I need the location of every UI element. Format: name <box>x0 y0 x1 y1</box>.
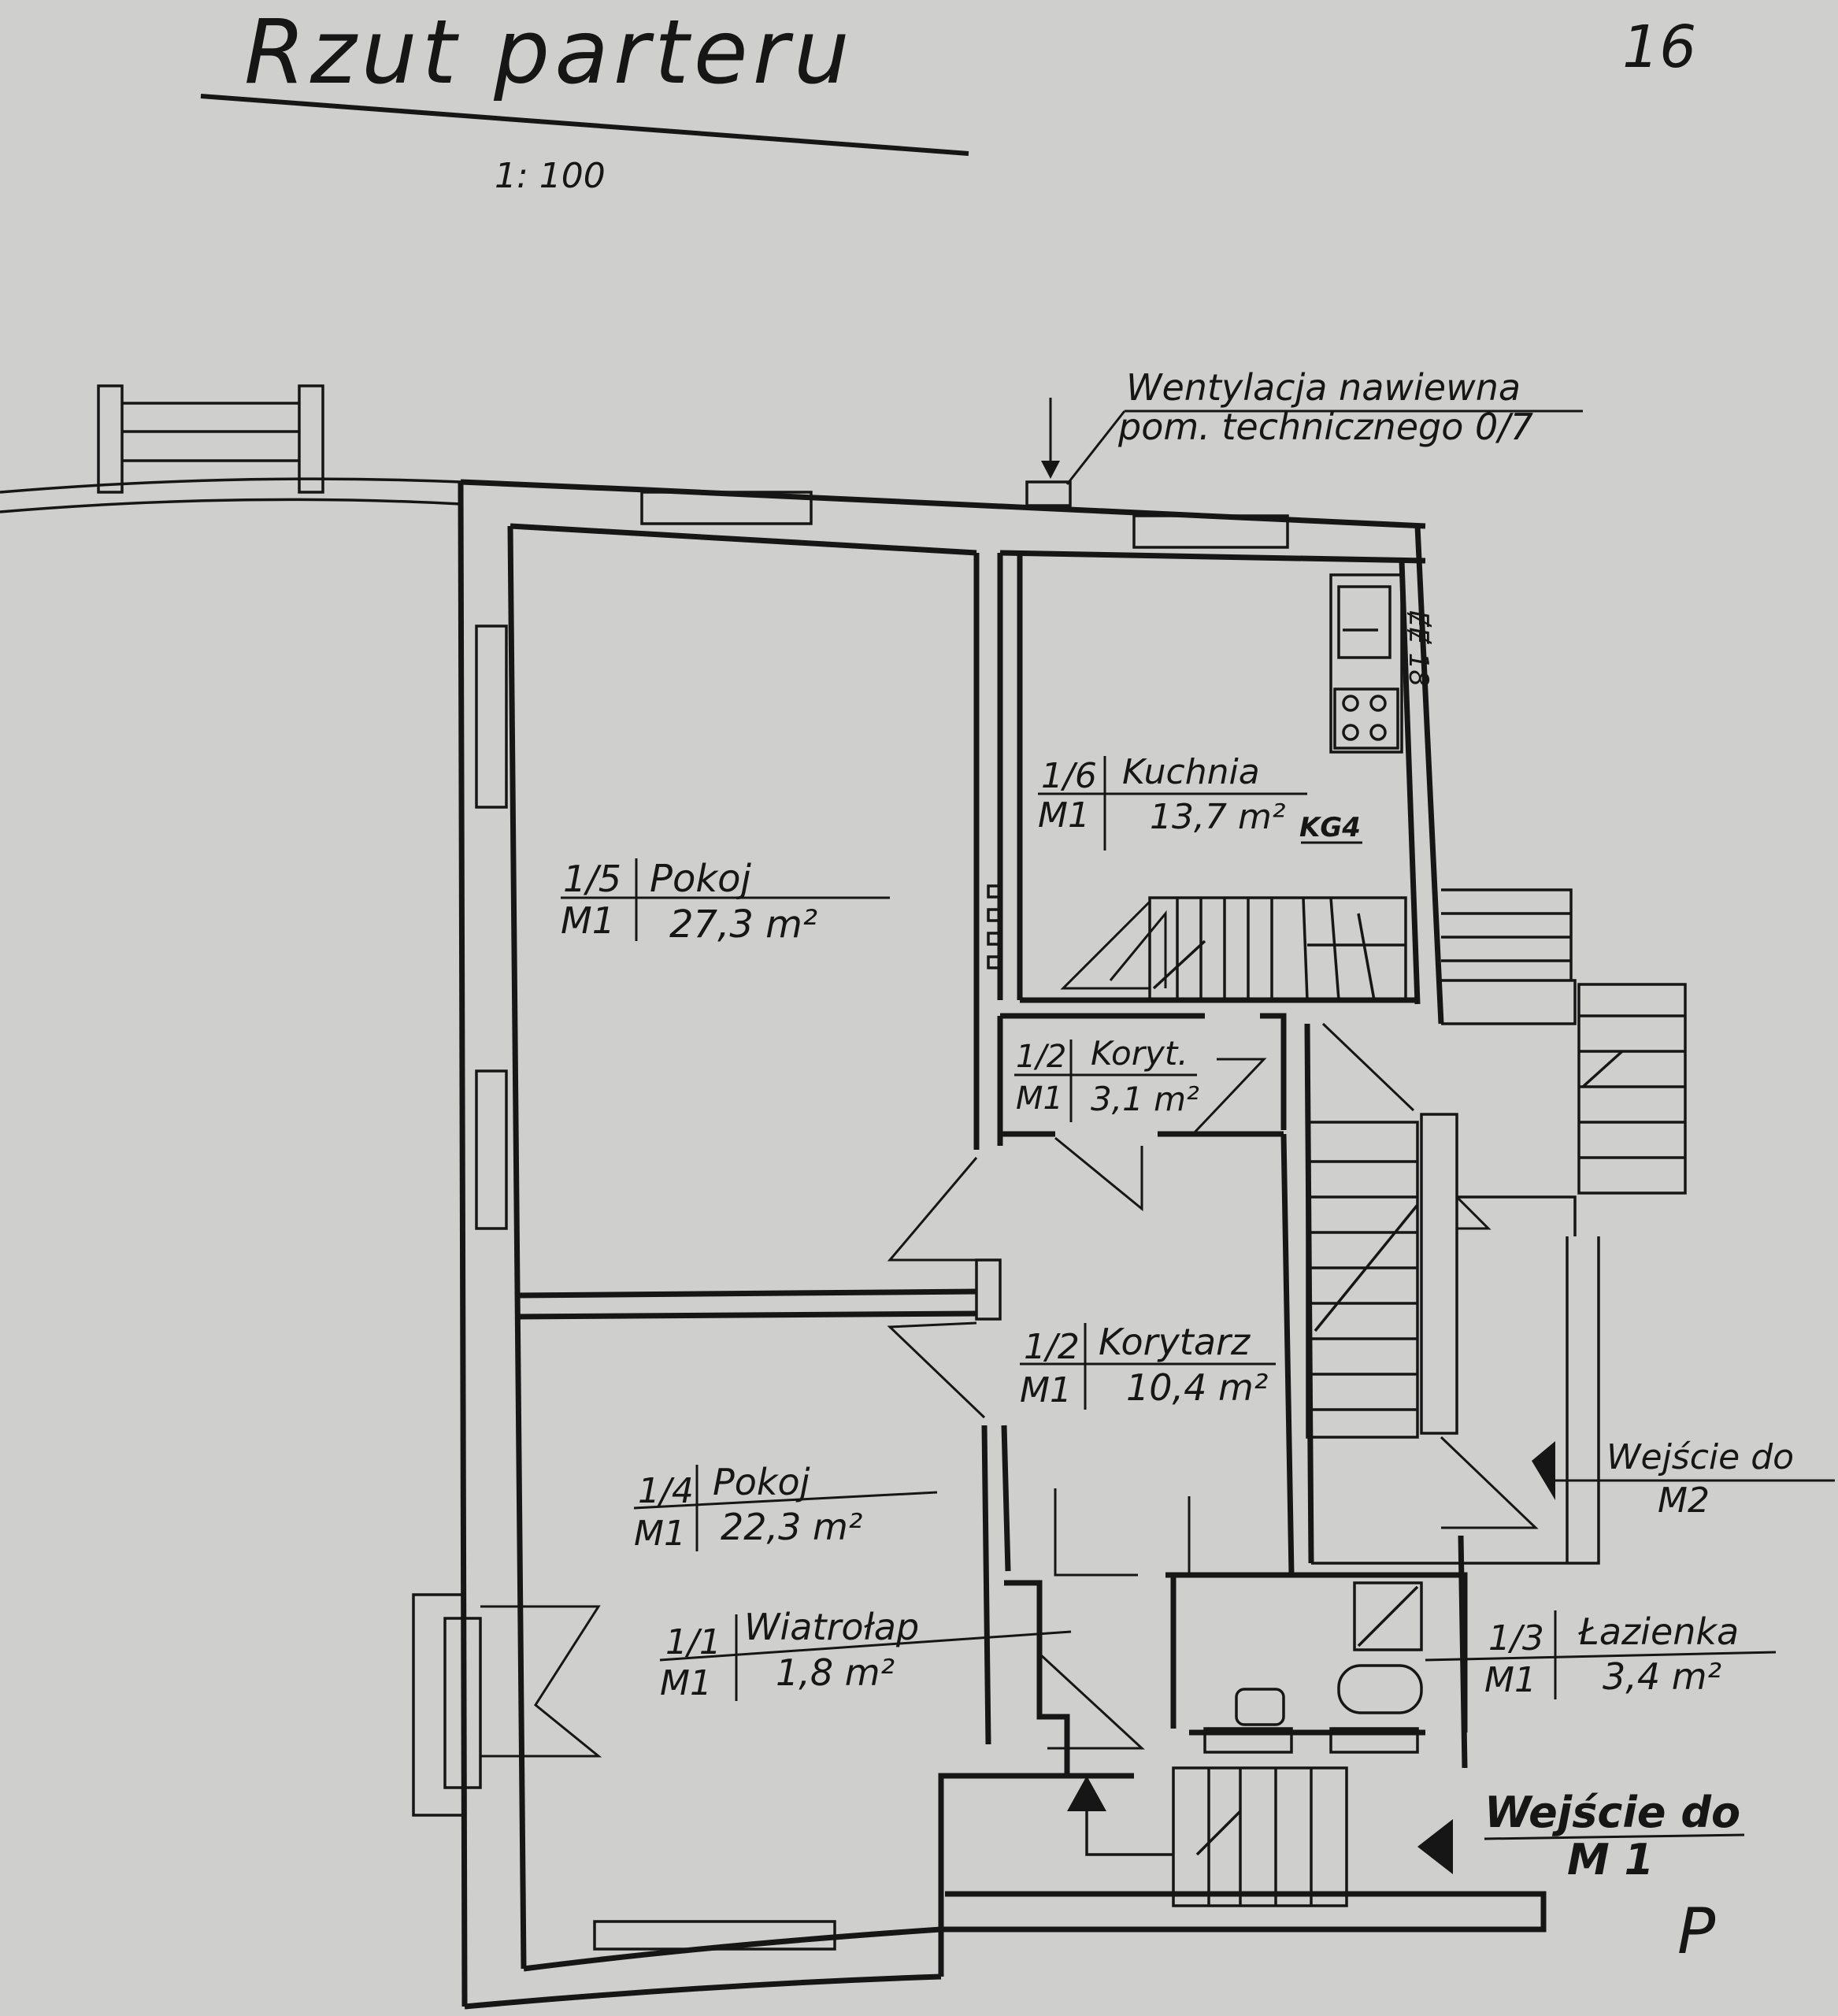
ventilation-note-line2: pom. technicznego 0/7 <box>1117 406 1533 448</box>
shower-icon <box>1353 1581 1423 1651</box>
entrance-m2: Wejście do M2 <box>1532 1437 1835 1521</box>
svg-text:1/2: 1/2 <box>1016 1039 1066 1075</box>
bathtub-icon <box>1337 1664 1423 1714</box>
room-label-1-1: 1/1 M1 Wiatrołap 1,8 m² <box>659 1606 1072 1703</box>
svg-text:3,1 m²: 3,1 m² <box>1091 1080 1199 1118</box>
chimney-vents <box>987 884 1001 969</box>
interior-walls <box>515 525 1468 1776</box>
entrance-m1: Wejście do M 1 <box>1417 1788 1745 1884</box>
svg-text:1/6: 1/6 <box>1041 756 1097 796</box>
terrace-railing <box>0 384 461 513</box>
svg-text:Wiatrołap: Wiatrołap <box>744 1606 919 1648</box>
page-number: 16 <box>1622 13 1696 81</box>
svg-text:22,3 m²: 22,3 m² <box>721 1506 862 1548</box>
ventilation-note: Wentylacja nawiewna pom. technicznego 0/… <box>1025 366 1583 507</box>
room-label-1-5: 1/5 M1 Pokoj 27,3 m² <box>561 857 890 947</box>
svg-text:M1: M1 <box>561 899 615 942</box>
title-underline <box>200 94 969 156</box>
svg-text:M1: M1 <box>634 1514 686 1554</box>
svg-text:13,7 m²: 13,7 m² <box>1150 797 1285 837</box>
svg-text:1,8 m²: 1,8 m² <box>776 1651 895 1694</box>
exterior-walls <box>412 479 1547 2010</box>
svg-text:M1: M1 <box>1020 1370 1072 1410</box>
svg-text:Łazienka: Łazienka <box>1578 1610 1739 1653</box>
room-label-1-2-small: 1/2 M1 Koryt. 3,1 m² <box>1014 1034 1199 1122</box>
svg-text:27,3 m²: 27,3 m² <box>669 902 817 947</box>
ventilation-arrow-icon <box>1041 461 1060 479</box>
entrance-m1-arrow-icon <box>1417 1819 1453 1874</box>
kitchen-tag: KG4 <box>1299 812 1361 843</box>
stove-icon <box>1333 687 1399 750</box>
room-label-1-6: 1/6 M1 Kuchnia 13,7 m² <box>1038 752 1307 850</box>
svg-text:1/3: 1/3 <box>1488 1618 1544 1658</box>
kitchen-wall-label: ɆɆ 18 <box>1403 610 1434 687</box>
ventilation-note-line1: Wentylacja nawiewna <box>1126 366 1521 409</box>
svg-text:M1: M1 <box>1484 1660 1536 1700</box>
room-label-1-3: 1/3 M1 Łazienka 3,4 m² <box>1425 1610 1777 1700</box>
svg-text:10,4 m²: 10,4 m² <box>1126 1366 1268 1409</box>
entrance-m2-line1: Wejście do <box>1606 1437 1794 1477</box>
room-label-1-2-corridor: 1/2 M1 Korytarz 10,4 m² <box>1020 1321 1276 1410</box>
plan-scale: 1: 100 <box>495 156 606 196</box>
entrance-m2-line2: M2 <box>1658 1480 1710 1521</box>
entrance-m1-line2: M 1 <box>1567 1835 1654 1884</box>
svg-text:Koryt.: Koryt. <box>1091 1034 1188 1073</box>
room-label-1-4: 1/4 M1 Pokoj 22,3 m² <box>633 1461 938 1554</box>
toilet-icon <box>1235 1688 1285 1726</box>
plan-title: Rzut parteru <box>244 2 854 104</box>
entry-arrow-up-icon <box>1067 1776 1106 1811</box>
svg-text:Pokoj: Pokoj <box>713 1461 810 1503</box>
svg-text:Pokoj: Pokoj <box>650 857 751 901</box>
internal-staircase <box>1060 896 1407 1002</box>
svg-text:Korytarz: Korytarz <box>1099 1321 1251 1363</box>
svg-text:M1: M1 <box>1016 1080 1063 1117</box>
front-steps <box>1067 1766 1348 1907</box>
svg-text:3,4 m²: 3,4 m² <box>1603 1655 1721 1698</box>
bathroom-fixtures <box>1203 1581 1423 1754</box>
entrance-m2-arrow-icon <box>1532 1441 1555 1500</box>
entrance-m1-line1: Wejście do <box>1484 1788 1740 1837</box>
corner-mark: Ρ <box>1677 1895 1716 1968</box>
svg-text:1/5: 1/5 <box>563 858 621 900</box>
svg-text:M1: M1 <box>660 1663 712 1703</box>
stairwell-m2 <box>1306 888 1687 1565</box>
svg-text:Kuchnia: Kuchnia <box>1122 752 1260 792</box>
kitchen-fixtures: ɆɆ 18 KG4 <box>987 573 1434 969</box>
door-swings <box>480 910 1267 1758</box>
svg-text:1/2: 1/2 <box>1024 1327 1080 1367</box>
svg-text:M1: M1 <box>1038 795 1090 836</box>
